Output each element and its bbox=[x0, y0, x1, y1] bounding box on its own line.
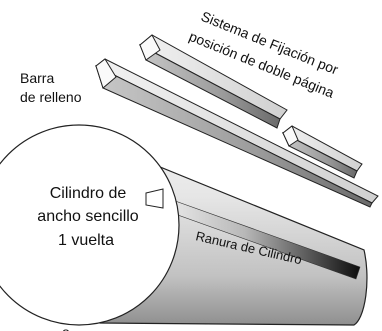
cylinder-label-line3: 1 vuelta bbox=[58, 232, 114, 249]
cylinder bbox=[0, 124, 368, 326]
face-notch bbox=[145, 188, 164, 209]
bar-label-line2: de relleno bbox=[20, 89, 82, 105]
cylinder-end-face bbox=[0, 124, 180, 326]
fill-bar bbox=[95, 58, 379, 208]
positioning-bar-short bbox=[281, 125, 363, 179]
cylinder-label-line1: Cilindro de bbox=[50, 185, 127, 202]
bar-label-line1: Barra bbox=[20, 70, 54, 86]
cylinder-label-line2: ancho sencillo bbox=[37, 208, 139, 225]
positioning-bar-long bbox=[139, 34, 288, 129]
bottom-fragment-label: 8 bbox=[62, 326, 70, 331]
